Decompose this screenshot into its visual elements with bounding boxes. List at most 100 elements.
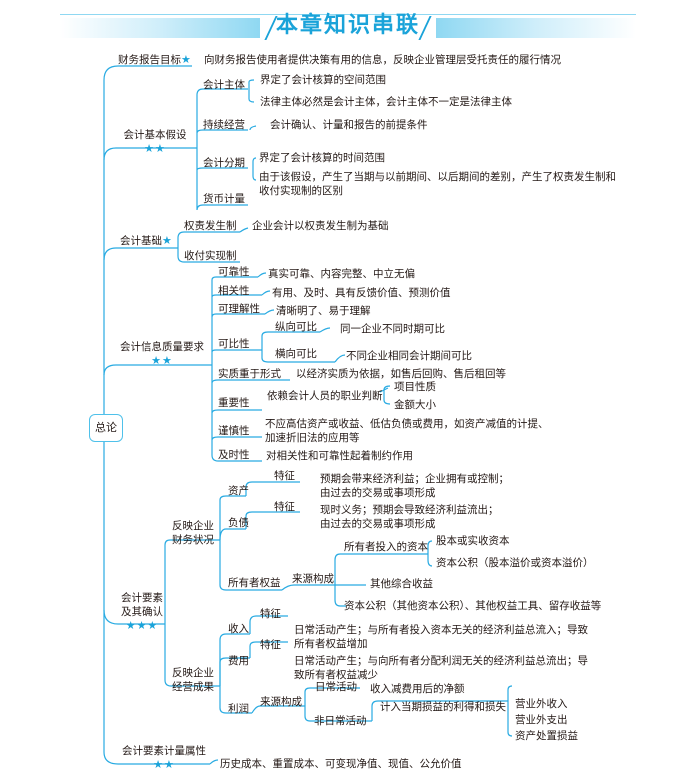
assumptions-label: 会计基本假设	[123, 129, 187, 141]
prudence-text-1: 不应高估资产或收益、低估负债或费用，如资产减值的计提、	[265, 418, 549, 430]
measurement-label: 会计要素计量属性	[122, 745, 206, 757]
revenue-text-1: 日常活动产生；与所有者投入资本无关的经济利益总流入；导致	[294, 624, 588, 636]
quality-prudence: 谨慎性	[218, 425, 250, 437]
liabilities-text-1: 现时义务；预期会导致经济利益流出；	[320, 504, 499, 516]
revenue-feature: 特征	[260, 608, 281, 620]
star-icon: ★	[181, 53, 192, 66]
banner-title: 本章知识串联	[275, 13, 420, 38]
element-assets: 资产	[228, 485, 249, 497]
node-measurement: 会计要素计量属性 ★★	[118, 744, 210, 772]
understandability-text: 清晰明了、易于理解	[276, 305, 371, 317]
assets-feature: 特征	[274, 470, 295, 482]
expenses-text-2: 致所有者权益减少	[294, 669, 378, 681]
elements-label-2: 及其确认	[121, 606, 163, 618]
banner-right-bar	[436, 18, 636, 38]
node-assumptions: 会计基本假设 ★★	[112, 128, 198, 156]
revenue-text-2: 所有者权益增加	[294, 638, 368, 650]
relevance-text: 有用、及时、具有反馈价值、预测价值	[272, 287, 451, 299]
star-icon: ★★	[153, 758, 175, 771]
star-icon: ★	[162, 234, 173, 247]
measurement-text: 历史成本、重置成本、可变现净值、现值、公允价值	[220, 758, 462, 770]
entity-text-2: 法律主体必然是会计主体，会计主体不一定是法律主体	[260, 96, 512, 108]
assumption-period: 会计分期	[203, 157, 245, 169]
element-expenses: 费用	[228, 655, 249, 667]
materiality-item-nature: 项目性质	[394, 381, 436, 393]
node-financial-position: 反映企业 财务状况	[168, 519, 218, 547]
period-text-1: 界定了会计核算的时间范围	[259, 152, 385, 164]
equity-contributed: 所有者投入的资本	[344, 541, 428, 553]
star-icon: ★★	[151, 354, 173, 367]
equity-oci: 其他综合收益	[370, 578, 433, 590]
profit-non-ordinary: 非日常活动	[314, 715, 367, 727]
node-quality: 会计信息质量要求 ★★	[112, 340, 212, 368]
reliability-text: 真实可靠、内容完整、中立无偏	[268, 268, 415, 280]
horizontal-text: 不同企业相同会计期间可比	[346, 350, 472, 362]
node-objective: 财务报告目标★	[118, 53, 192, 67]
contributed-item-1: 股本或实收资本	[436, 535, 510, 547]
chapter-banner: 本章知识串联	[60, 10, 636, 42]
prudence-text-2: 加速折旧法的应用等	[265, 432, 360, 444]
contributed-item-2: 资本公积（股本溢价或资本溢价）	[436, 557, 594, 569]
assets-text-1: 预期会带来经济利益；企业拥有或控制；	[320, 473, 509, 485]
financial-position-label-1: 反映企业	[172, 520, 214, 532]
period-text-3: 收付实现制的区别	[259, 185, 343, 197]
assumption-entity: 会计主体	[203, 79, 245, 91]
quality-substance: 实质重于形式	[218, 368, 281, 380]
period-text-2: 由于该假设，产生了当期与以前期间、以后期间的差别，产生了权责发生制和	[259, 171, 616, 183]
quality-timeliness: 及时性	[218, 449, 250, 461]
element-profit: 利润	[228, 703, 249, 715]
comparability-horizontal: 横向可比	[275, 348, 317, 360]
quality-relevance: 相关性	[218, 285, 250, 297]
quality-comparability: 可比性	[218, 338, 250, 350]
quality-understandability: 可理解性	[218, 303, 260, 315]
entity-text-1: 界定了会计核算的空间范围	[260, 74, 386, 86]
elements-label-1: 会计要素	[121, 592, 163, 604]
liabilities-feature: 特征	[274, 501, 295, 513]
timeliness-text: 对相关性和可靠性起着制约作用	[266, 450, 413, 462]
banner-left-bar	[60, 18, 260, 38]
financial-position-label-2: 财务状况	[172, 534, 214, 546]
non-ordinary-text: 计入当期损益的利得和损失	[380, 701, 506, 713]
non-ordinary-item-3: 资产处置损益	[515, 730, 578, 742]
profit-ordinary: 日常活动	[315, 681, 357, 693]
assumption-currency: 货币计量	[203, 193, 245, 205]
element-liabilities: 负债	[228, 517, 249, 529]
going-concern-text: 会计确认、计量和报告的前提条件	[270, 119, 428, 131]
liabilities-text-2: 由过去的交易或事项形成	[320, 518, 436, 530]
materiality-item-amount: 金额大小	[394, 399, 436, 411]
comparability-vertical: 纵向可比	[275, 321, 317, 333]
root-node-general: 总论	[89, 414, 123, 442]
profit-source: 来源构成	[260, 696, 302, 708]
node-operating-results: 反映企业 经营成果	[168, 666, 218, 694]
expenses-feature: 特征	[260, 639, 281, 651]
objective-label: 财务报告目标	[118, 54, 181, 66]
quality-reliability: 可靠性	[218, 266, 250, 278]
element-revenue: 收入	[228, 623, 249, 635]
assumption-going-concern: 持续经营	[203, 119, 245, 131]
equity-other: 资本公积（其他资本公积）、其他权益工具、留存收益等	[344, 600, 602, 612]
equity-source: 来源构成	[292, 573, 334, 585]
basis-cash: 收付实现制	[184, 250, 237, 262]
basis-label: 会计基础	[120, 235, 162, 247]
operating-results-label-1: 反映企业	[172, 667, 214, 679]
vertical-text: 同一企业不同时期可比	[340, 323, 445, 335]
node-elements: 会计要素 及其确认 ★★★	[118, 591, 166, 633]
non-ordinary-item-1: 营业外收入	[515, 698, 568, 710]
substance-text: 以经济实质为依据，如售后回购、售后租回等	[296, 368, 506, 380]
basis-accrual: 权责发生制	[184, 220, 237, 232]
quality-materiality: 重要性	[218, 397, 250, 409]
accrual-text: 企业会计以权责发生制为基础	[252, 220, 389, 232]
objective-text: 向财务报告使用者提供决策有用的信息，反映企业管理层受托责任的履行情况	[204, 54, 561, 66]
assets-text-2: 由过去的交易或事项形成	[320, 487, 436, 499]
expenses-text-1: 日常活动产生；与向所有者分配利润无关的经济利益总流出；导	[294, 655, 588, 667]
star-icon: ★★★	[125, 619, 159, 632]
operating-results-label-2: 经营成果	[172, 681, 214, 693]
node-basis: 会计基础★	[120, 234, 173, 248]
star-icon: ★★	[144, 142, 166, 155]
quality-label: 会计信息质量要求	[120, 341, 204, 353]
materiality-text: 依赖会计人员的职业判断	[267, 390, 383, 402]
ordinary-text: 收入减费用后的净额	[370, 683, 465, 695]
banner-rule	[60, 14, 636, 15]
element-equity: 所有者权益	[228, 577, 281, 589]
